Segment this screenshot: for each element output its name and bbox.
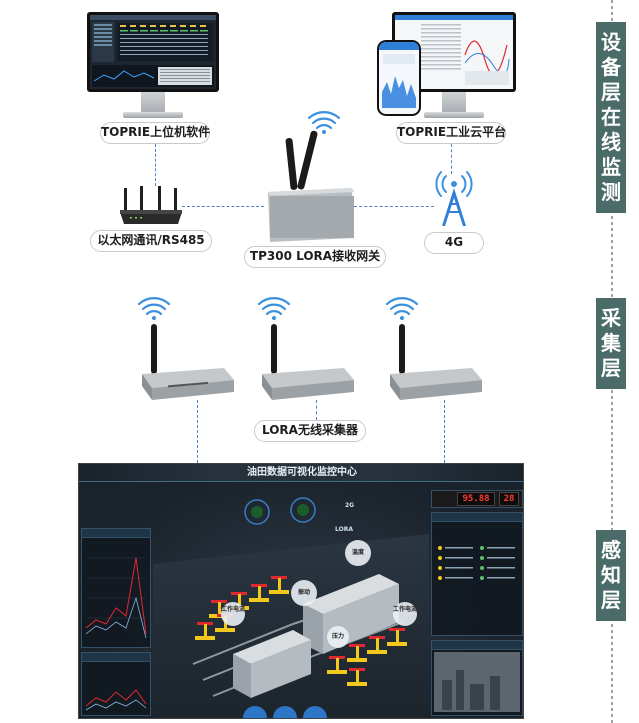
lora-collector-3 [386, 297, 482, 400]
pressure-bubble: 压力 [327, 626, 349, 648]
layer-label-collection-text: 采集层 [601, 306, 621, 380]
collector-label: LORA无线采集器 [254, 420, 366, 442]
dashboard-panel-right [431, 512, 523, 636]
software-monitor [87, 12, 219, 122]
software-monitor-screen [87, 12, 219, 92]
vibration-bubble: 振动 [291, 580, 317, 606]
layer-label-perception-text: 感知层 [601, 538, 621, 612]
gateway-wifi-icon [307, 111, 341, 130]
oilfield-scene [153, 497, 429, 718]
cloud-label: TOPRIE工业云平台 [396, 122, 506, 144]
gateway-label: TP300 LORA接收网关 [244, 246, 386, 268]
layer-label-collection: 采集层 [596, 298, 626, 389]
layer-label-monitoring: 设备层在线监测 [596, 22, 626, 213]
lora-collector-1 [138, 297, 234, 400]
dashboard-value-2: 28 [499, 492, 519, 506]
cloud-monitor-neck [442, 92, 466, 112]
dashboard-value-1: 95.88 [457, 492, 495, 506]
connector-gateway-4g [354, 206, 434, 207]
software-label: TOPRIE上位机软件 [100, 122, 210, 144]
cell-tower-icon [435, 171, 473, 226]
cloud-screen-content [395, 15, 513, 85]
left-line-chart [85, 557, 147, 639]
cloud-monitor-base [424, 112, 484, 118]
gateway-device [268, 111, 354, 242]
router-icon [120, 186, 182, 224]
layer-label-perception: 感知层 [596, 530, 626, 621]
network-4g-label: 4G [424, 232, 484, 254]
connector-collector2-label [316, 400, 317, 420]
layer-label-monitoring-text: 设备层在线监测 [601, 30, 621, 204]
software-screen-content [90, 15, 216, 87]
connector-ethernet-gateway [182, 206, 264, 207]
dashboard-panel-left-top [81, 528, 151, 648]
oilfield-dashboard: 油田数据可视化监控中心 95.88 28 [78, 463, 524, 719]
software-monitor-base [123, 112, 183, 118]
working-current-bubble-left: 工作电流 [221, 602, 245, 626]
software-monitor-neck [141, 92, 165, 112]
connector-collector3-dashboard [444, 400, 445, 463]
connector-software-ethernet [155, 144, 156, 186]
dashboard-lora-label: LORA [335, 526, 353, 533]
mobile-phone [377, 40, 421, 116]
connector-cloud-4g [451, 144, 452, 174]
dashboard-panel-camera [431, 640, 523, 716]
working-current-bubble-right: 工作电流 [393, 602, 417, 626]
dashboard-2g-label: 2G [345, 502, 355, 509]
temperature-bubble: 温度 [345, 540, 371, 566]
right-status-list [438, 546, 515, 580]
phone-screen-content [379, 42, 419, 114]
dashboard-panel-left-bottom [81, 652, 151, 716]
ethernet-label: 以太网通讯/RS485 [90, 230, 212, 252]
lora-collector-2 [258, 297, 354, 400]
connector-collector1-dashboard [197, 400, 198, 463]
left-bottom-chart [85, 689, 147, 711]
camera-view [434, 652, 520, 712]
pump-jacks-right [327, 628, 407, 686]
dashboard-title: 油田数据可视化监控中心 [79, 464, 523, 482]
